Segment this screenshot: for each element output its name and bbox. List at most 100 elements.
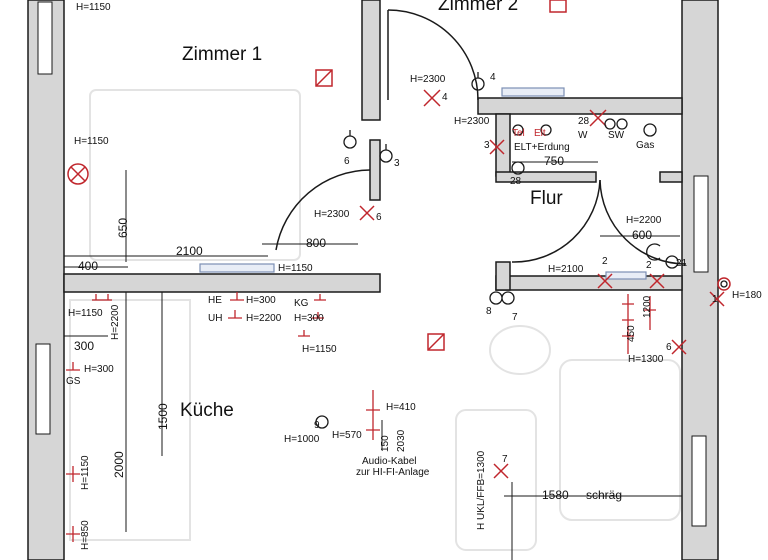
socket-icon-kueche-3 xyxy=(228,310,242,319)
height-h300-he: H=300 xyxy=(246,295,276,306)
symbol-num-28b: 28 xyxy=(510,176,522,187)
symbol-num-4b: 4 xyxy=(490,72,496,83)
fuse-box-icon xyxy=(315,69,333,87)
height-h2300-door: H=2300 xyxy=(314,209,350,220)
dim-750: 750 xyxy=(544,154,565,168)
dim-schraeg: schräg xyxy=(586,488,623,502)
dim-450: 450 xyxy=(626,325,637,342)
socket-icon-kueche-6 xyxy=(298,330,310,337)
outside-lamp-ring xyxy=(720,280,728,288)
outside-lamp-icon xyxy=(717,277,731,291)
wall-kueche-top xyxy=(63,273,381,293)
room-label-kueche: Küche xyxy=(180,400,234,421)
dimension-lines xyxy=(64,161,682,560)
label-kg: KG xyxy=(294,298,309,309)
electrical-symbols xyxy=(67,0,731,479)
height-h300-kg: H=300 xyxy=(294,313,324,324)
height-h2300-a: H=2300 xyxy=(410,74,446,85)
dim-300: 300 xyxy=(74,339,95,353)
wall-zimmer1-right xyxy=(361,0,381,121)
label-he: HE xyxy=(208,295,222,306)
bath-box-outline xyxy=(455,409,537,551)
dim-1200: 1200 xyxy=(642,295,653,318)
red-sockets xyxy=(66,292,656,542)
height-h1000: H=1000 xyxy=(284,434,320,445)
note-audio-line1: Audio-Kabel xyxy=(362,456,417,467)
height-h1150-top: H=1150 xyxy=(76,2,111,13)
door-bath xyxy=(599,179,687,265)
panel-w: W xyxy=(578,130,588,141)
symbol-num-2a: 2 xyxy=(602,256,608,267)
symbol-num-6a: 6 xyxy=(344,156,350,167)
socket-icon-wall-1 xyxy=(66,466,80,482)
height-h1150-kueche: H=1150 xyxy=(68,308,103,319)
height-h1150-kg: H=1150 xyxy=(302,344,337,355)
tub-outline xyxy=(559,359,681,521)
height-h2100-flur: H=2100 xyxy=(548,264,584,275)
bath-socket-icon-2 xyxy=(644,296,656,330)
symbol-num-1: 1 xyxy=(712,294,718,305)
wall-zimmer1-right-low xyxy=(369,139,381,201)
room-label-zimmer2: Zimmer 2 xyxy=(438,0,519,15)
panel-tel: Tel xyxy=(512,128,525,139)
windows xyxy=(35,1,709,527)
note-audio-line2: zur HI-FI-Anlage xyxy=(356,467,430,478)
heater-bath xyxy=(605,271,647,280)
heater-zimmer2 xyxy=(501,87,565,97)
fuse-box-icon-3 xyxy=(427,333,445,351)
panel-socket-1 xyxy=(512,124,524,136)
height-h1300-right: H=1300 xyxy=(628,354,664,365)
height-h2200-flur: H=2200 xyxy=(626,215,662,226)
dim-600: 600 xyxy=(632,228,653,242)
doors xyxy=(275,9,687,265)
panel-socket-4 xyxy=(616,118,628,130)
note-ukl: H UKL/FFB=1300 xyxy=(476,450,487,530)
symbol-num-6b: 6 xyxy=(376,212,382,223)
fuse-box-icon-2 xyxy=(549,0,567,13)
symbol-num-3b: 3 xyxy=(484,140,490,151)
symbol-num-9: 9 xyxy=(314,420,320,431)
socket-icon-6 xyxy=(646,243,661,261)
socket-icon-wall-2 xyxy=(66,526,80,542)
door-zimmer1 xyxy=(275,169,371,251)
lamp-icon-zimmer1 xyxy=(67,163,89,185)
socket-icon-kueche-7 xyxy=(66,362,80,371)
socket-icon-kueche-4 xyxy=(314,294,326,301)
height-h410: H=410 xyxy=(386,402,416,413)
wall-flur-top-r xyxy=(659,171,683,183)
room-label-flur: Flur xyxy=(530,188,563,209)
dim-2030: 2030 xyxy=(396,429,407,452)
socket-symbols xyxy=(315,72,728,429)
bath-socket-icon xyxy=(622,294,634,354)
symbol-num-7b: 7 xyxy=(502,454,508,465)
height-h2300-b: H=2300 xyxy=(454,116,490,127)
window-right-low xyxy=(691,435,707,527)
symbol-num-28a: 28 xyxy=(578,116,590,127)
symbol-num-3a: 3 xyxy=(394,158,400,169)
panel-gas: Gas xyxy=(636,140,655,151)
window-bath xyxy=(693,175,709,273)
furniture xyxy=(69,89,681,551)
height-h2200-uh: H=2200 xyxy=(246,313,282,324)
height-h850-wall: H=850 xyxy=(80,520,91,550)
room-label-zimmer1: Zimmer 1 xyxy=(182,44,263,65)
socket-icon-7 xyxy=(665,255,679,269)
socket-icon-8 xyxy=(315,415,329,429)
height-h2200-kueche: H=2200 xyxy=(110,304,121,340)
height-h1150-heater: H=1150 xyxy=(278,263,313,274)
dim-2000: 2000 xyxy=(112,451,126,478)
panel-elt: Elt xyxy=(534,128,546,139)
dim-1580: 1580 xyxy=(542,488,569,502)
socket-icon-5 xyxy=(489,291,515,305)
panel-sw: SW xyxy=(608,130,625,141)
symbol-num-4a: 4 xyxy=(442,92,448,103)
panel-socket-2 xyxy=(540,124,552,136)
dim-400: 400 xyxy=(78,259,99,273)
height-h570: H=570 xyxy=(332,430,362,441)
socket-icon-3 xyxy=(471,72,485,91)
symbol-num-8: 8 xyxy=(486,306,492,317)
socket-icon-kueche-2 xyxy=(230,292,244,301)
audio-socket-icon xyxy=(366,390,380,440)
window-kueche xyxy=(35,343,51,435)
